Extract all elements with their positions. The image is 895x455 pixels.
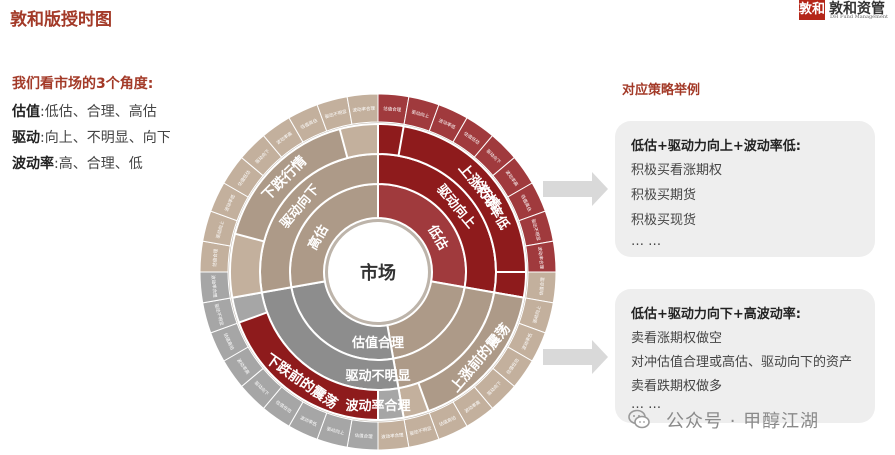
band-down-trend — [233, 127, 349, 243]
center-circle — [328, 222, 428, 322]
outer-cell-label: 波动率合理 — [352, 105, 376, 114]
wheel-sectors — [229, 122, 528, 422]
band-up-trend — [397, 125, 528, 273]
center-label: 市场 — [360, 262, 396, 284]
angle-key: 驱动 — [12, 130, 40, 146]
strategy-item: 积极买看涨期权 — [631, 163, 723, 178]
outer-cell-label: 驱动向上 — [214, 220, 226, 240]
angle-values: :高、合理、低 — [54, 156, 143, 172]
strategy-item: 卖看涨期权做空 — [631, 331, 723, 346]
outer-cell-label: 估值合理 — [211, 248, 220, 267]
strategy-item: … … — [631, 234, 662, 249]
strategy-item: 积极买现货 — [631, 213, 697, 228]
outer-cell-label: 驱动向上 — [531, 304, 543, 324]
outer-cell-label: 驱动向上 — [411, 108, 431, 120]
band-range-before-up — [417, 291, 525, 413]
ring1-label: 估值合理 — [351, 335, 404, 351]
market-wheel: 估值合理驱动向上波动率低估值低估驱动向下波动率高估值高估驱动不明显波动率合理估值… — [199, 93, 557, 451]
angle-values: :低估、合理、高估 — [40, 104, 157, 120]
arrows-layer — [543, 172, 608, 374]
angle-key: 波动率 — [12, 156, 54, 172]
outer-cell-label: 估值合理 — [383, 105, 402, 114]
logo-mark: 敦和 — [799, 0, 825, 20]
ring2-label: 驱动不明显 — [345, 369, 410, 384]
angles-title: 我们看市场的3个角度: — [12, 76, 154, 92]
strategy-title: 对应策略举例 — [622, 83, 701, 98]
angle-line-valuation: 估值:低估、合理、高估 — [12, 101, 157, 121]
strategy-item: 积极买期货 — [631, 188, 697, 203]
outer-cell-label: 估值合理 — [354, 432, 373, 441]
strategy-item: … … — [631, 397, 662, 412]
outer-cell-label: 估值合理 — [538, 277, 547, 296]
outer-cell-label: 波动率合理 — [381, 431, 405, 440]
wechat-icon — [628, 409, 650, 429]
band-range-before-down — [237, 311, 379, 422]
outer-cell-label: 驱动向上 — [326, 425, 346, 437]
strategy-item: 卖看跌期权做多 — [631, 379, 723, 394]
angle-key: 估值 — [12, 104, 40, 120]
arrow-right-icon — [543, 172, 608, 206]
angle-line-driver: 驱动:向上、不明显、向下 — [12, 127, 171, 147]
angle-values: :向上、不明显、向下 — [40, 130, 171, 146]
strategy-item: 对冲估值合理或高估、驱动向下的资产 — [631, 355, 853, 370]
strategy-box-2: 低估+驱动力向下+高波动率: 卖看涨期权做空 对冲估值合理或高估、驱动向下的资产… — [615, 289, 875, 423]
logo-name: 敦和资管 — [829, 1, 885, 17]
page-title: 敦和版授时图 — [10, 10, 112, 30]
logo-subtitle: DH Fund Management — [830, 14, 889, 20]
outer-cell-label: 波动率合理 — [536, 246, 545, 270]
strategy-head: 低估+驱动力向上+波动率低: — [631, 139, 801, 154]
ring3-label: 波动率合理 — [345, 398, 410, 414]
outer-cell-label: 波动率合理 — [210, 275, 219, 299]
angle-line-volatility: 波动率:高、合理、低 — [12, 153, 143, 173]
outer-cell — [346, 93, 379, 125]
watermark-text: 公众号 · 甲醇江湖 — [666, 411, 820, 432]
arrow-right-icon — [543, 340, 608, 374]
strategy-head: 低估+驱动力向下+高波动率: — [631, 307, 801, 322]
company-logo: 敦和 敦和资管 DH Fund Management — [799, 0, 895, 22]
strategy-box-1: 低估+驱动力向上+波动率低: 积极买看涨期权 积极买期货 积极买现货 … … — [615, 121, 875, 257]
